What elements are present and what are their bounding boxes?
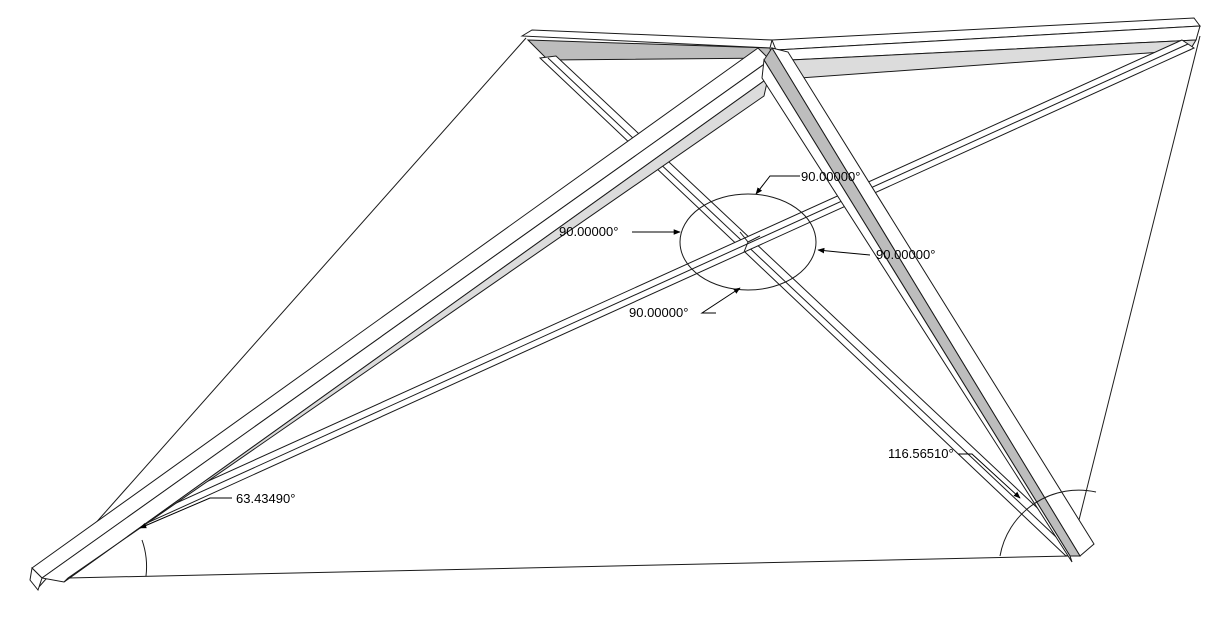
angle-label-center-top: 90.00000°	[801, 169, 860, 184]
top-beam	[520, 17, 1201, 79]
angle-label-center-left: 90.00000°	[559, 224, 618, 239]
base-outline	[37, 35, 1201, 589]
angle-arcs	[141, 193, 1097, 577]
angle-label-center-bottom: 90.00000°	[629, 305, 688, 320]
rafter-right	[761, 47, 1095, 563]
dimension-leaders	[139, 175, 1021, 529]
angle-label-bottom-left: 63.43490°	[236, 491, 295, 506]
angle-label-bottom-right: 116.56510°	[888, 446, 954, 461]
angle-label-center-right: 90.00000°	[876, 247, 935, 262]
